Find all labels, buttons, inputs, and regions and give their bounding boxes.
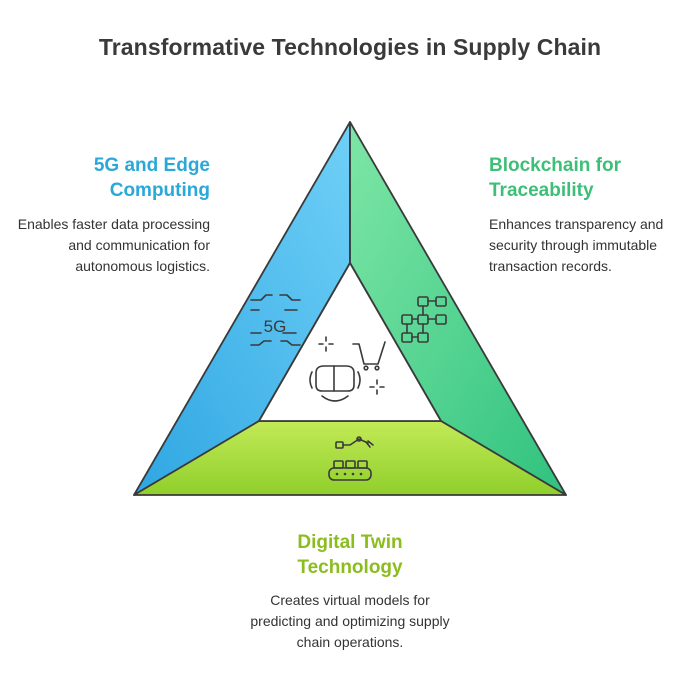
robot-arm-conveyor-icon: [328, 436, 374, 481]
vr-headset-icon: [309, 365, 361, 402]
blockchain-icon: [401, 296, 447, 343]
page-title: Transformative Technologies in Supply Ch…: [98, 34, 602, 60]
center-triangle: [258, 262, 442, 422]
digital-twin-description: Creates virtual models for predicting an…: [250, 592, 450, 650]
sparkle-icon: [318, 336, 385, 395]
5g-label: 5G: [264, 317, 287, 336]
blockchain-description: Enhances transparency and security throu…: [489, 216, 664, 274]
5g-edge-description: Enables faster data processing and commu…: [17, 216, 210, 274]
5g-signal-icon: 5G: [250, 294, 301, 346]
digital-twin-heading: Digital Twin Technology: [297, 532, 403, 578]
5g-edge-heading: 5G and Edge Computing: [93, 155, 210, 201]
blockchain-heading: Blockchain for Traceability: [489, 155, 621, 201]
shopping-cart-icon: [352, 341, 386, 371]
